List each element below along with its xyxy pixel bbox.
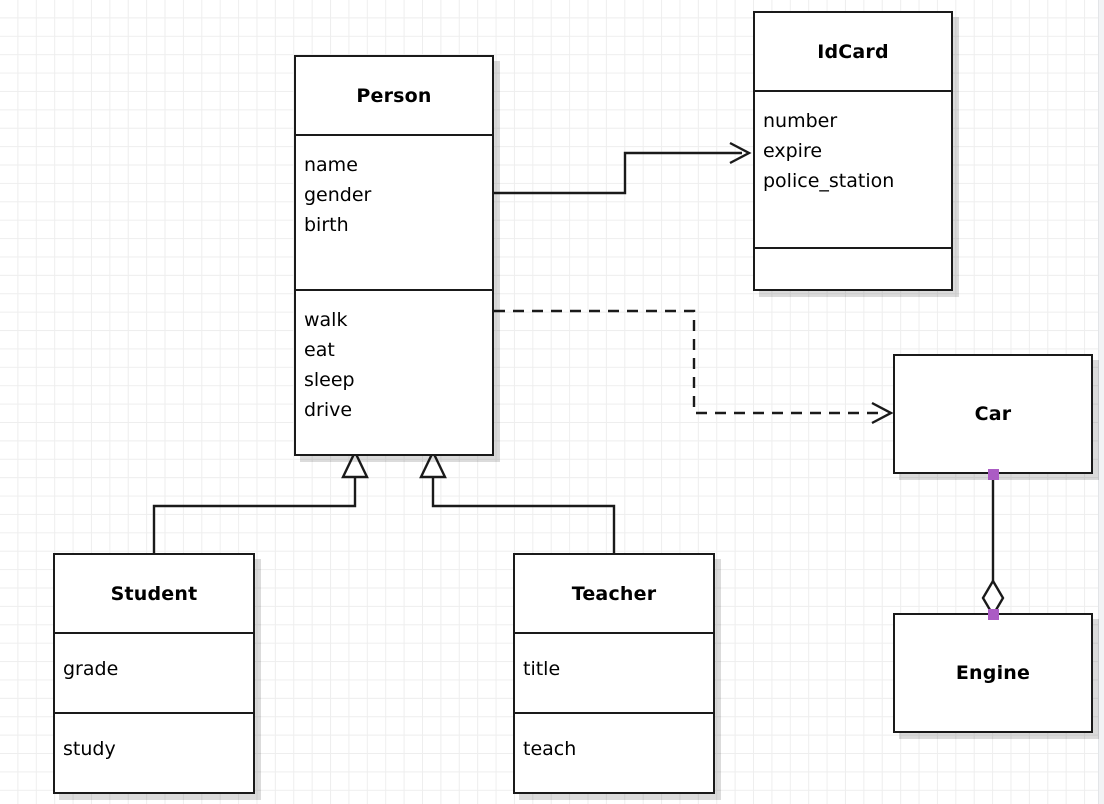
class-attributes-teacher: title	[515, 632, 713, 712]
attribute-item: expire	[763, 140, 823, 162]
operation-item: eat	[304, 339, 335, 361]
operation-item: walk	[304, 309, 348, 331]
class-operations-idcard	[755, 247, 951, 289]
open-arrowhead-icon	[729, 141, 752, 165]
class-operations-person: walk eat sleep drive	[296, 289, 492, 454]
class-box-engine[interactable]: Engine	[893, 613, 1093, 733]
class-attributes-person: name gender birth	[296, 134, 492, 289]
class-attributes-student: grade	[55, 632, 253, 712]
edge-car-engine[interactable]	[981, 474, 1005, 618]
class-name-teacher: Teacher	[571, 582, 657, 605]
class-name-car: Car	[974, 403, 1012, 425]
page-right-edge	[1098, 0, 1104, 804]
attribute-item: title	[523, 658, 561, 680]
class-name-person: Person	[356, 84, 432, 107]
operation-item: study	[63, 738, 116, 760]
class-name-student: Student	[110, 582, 198, 605]
class-box-car[interactable]: Car	[893, 354, 1093, 474]
attribute-item: birth	[304, 214, 349, 236]
operation-item: sleep	[304, 369, 355, 391]
open-arrowhead-icon	[871, 401, 894, 425]
selection-handle-car-engine-source[interactable]	[988, 469, 999, 480]
operation-item: teach	[523, 738, 577, 760]
operation-item: drive	[304, 399, 353, 421]
edge-teacher-person[interactable]	[419, 449, 616, 553]
class-box-idcard[interactable]: IdCard number expire police_station	[753, 11, 953, 291]
class-attributes-idcard: number expire police_station	[755, 90, 951, 247]
attribute-item: gender	[304, 184, 372, 206]
attribute-item: grade	[63, 658, 119, 680]
class-name-idcard: IdCard	[817, 40, 889, 63]
edge-person-idcard[interactable]	[494, 141, 752, 195]
selection-handle-car-engine-target[interactable]	[988, 609, 999, 620]
edge-person-car[interactable]	[494, 309, 894, 425]
class-operations-teacher: teach	[515, 712, 713, 792]
attribute-item: police_station	[763, 170, 895, 192]
class-operations-student: study	[55, 712, 253, 792]
class-box-person[interactable]: Person name gender birth walk eat sleep …	[294, 55, 494, 456]
edge-student-person[interactable]	[152, 449, 369, 553]
class-name-engine: Engine	[955, 662, 1031, 684]
attribute-item: name	[304, 154, 358, 176]
class-box-teacher[interactable]: Teacher title teach	[513, 553, 715, 794]
attribute-item: number	[763, 110, 838, 132]
class-box-student[interactable]: Student grade study	[53, 553, 255, 794]
